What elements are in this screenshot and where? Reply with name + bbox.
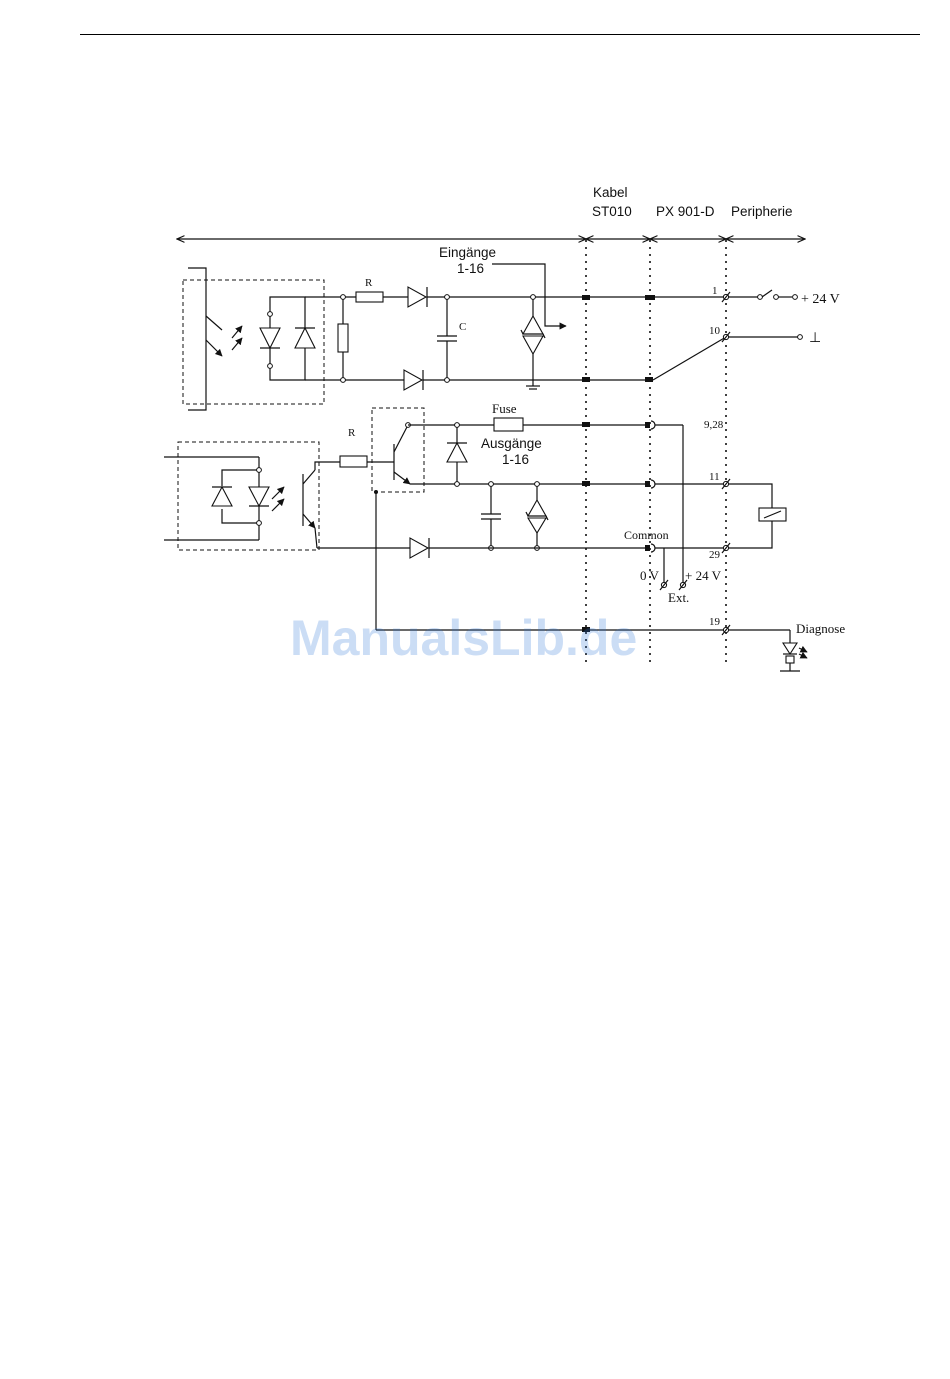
input-resistor-icon bbox=[356, 292, 383, 302]
output-tvs-diode-icon bbox=[528, 500, 546, 516]
inputs-range: 1-16 bbox=[457, 261, 484, 276]
ground-symbol: ⊥ bbox=[809, 331, 821, 346]
pin-1-label: 1 bbox=[712, 285, 718, 297]
column-separators bbox=[586, 240, 726, 662]
output-optocoupler-box bbox=[178, 442, 319, 550]
input-led-2-icon bbox=[295, 328, 315, 348]
input-switch-icon bbox=[762, 290, 772, 297]
input-shunt-resistor-icon bbox=[338, 324, 348, 352]
watermark-logo: ManualsLib.de bbox=[290, 610, 637, 666]
pin-19-label: 19 bbox=[709, 616, 721, 628]
pin-29-label: 29 bbox=[709, 549, 721, 561]
input-capacitor-label: C bbox=[459, 321, 466, 333]
diagnose-led-icon bbox=[783, 643, 797, 654]
input-circuit bbox=[183, 264, 802, 410]
diagnose-label: Diagnose bbox=[796, 621, 845, 636]
output-circuit bbox=[164, 408, 786, 590]
pin-11-label: 11 bbox=[709, 471, 720, 483]
input-supply-label: + 24 V bbox=[801, 292, 840, 307]
output-resistor-icon bbox=[340, 456, 367, 467]
output-freewheel-diode-icon bbox=[447, 443, 467, 462]
inputs-title: Eingänge bbox=[439, 245, 496, 260]
pin-10-label: 10 bbox=[709, 325, 721, 337]
ext-24v-label: + 24 V bbox=[685, 568, 722, 583]
input-led-1-icon bbox=[260, 328, 280, 348]
input-tvs-diode-icon bbox=[523, 316, 543, 334]
input-series-diode-icon bbox=[408, 287, 426, 307]
output-transistor-box bbox=[372, 408, 424, 492]
common-label: Common bbox=[624, 528, 669, 542]
header-px901d: PX 901-D bbox=[656, 204, 715, 219]
outputs-title: Ausgänge bbox=[481, 436, 542, 451]
output-led-1-icon bbox=[212, 487, 232, 506]
header-kabel: Kabel bbox=[593, 185, 628, 200]
input-resistor-label: R bbox=[365, 277, 373, 289]
pin-9-28-label: 9,28 bbox=[704, 419, 724, 431]
header-peripherie: Peripherie bbox=[731, 204, 793, 219]
ext-label: Ext. bbox=[668, 590, 689, 605]
output-fuse-icon bbox=[494, 418, 523, 431]
input-return-diode-icon bbox=[404, 370, 422, 390]
outputs-range: 1-16 bbox=[502, 452, 529, 467]
fuse-label: Fuse bbox=[492, 401, 517, 416]
header-st010: ST010 bbox=[592, 204, 632, 219]
zero-volt-label: 0 V bbox=[640, 568, 660, 583]
output-resistor-label: R bbox=[348, 427, 356, 439]
output-led-2-icon bbox=[249, 487, 269, 506]
output-return-diode-icon bbox=[410, 538, 428, 558]
